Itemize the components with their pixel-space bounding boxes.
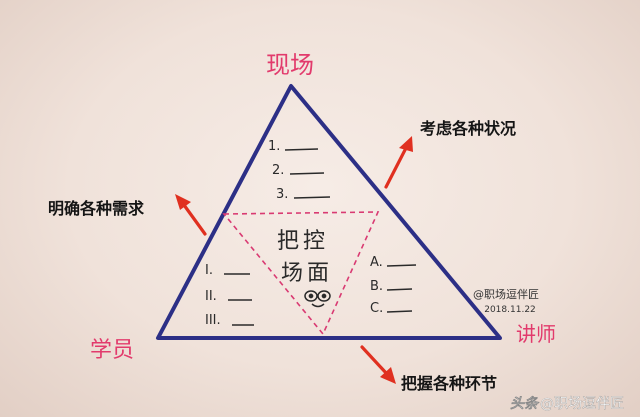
- inner-dashed-triangle: [222, 211, 380, 336]
- glasses-doodle-icon: [304, 290, 331, 308]
- list-blank-line: [386, 264, 417, 267]
- vertex-label-bottom-right: 讲师: [516, 322, 556, 346]
- signature-name: @职场逗伴匠: [473, 287, 539, 301]
- arrow-upper-left-icon: [175, 194, 207, 236]
- list-item: A.: [370, 255, 383, 270]
- arrow-lower-right-icon: [360, 345, 396, 384]
- list-item: 1.: [268, 139, 280, 154]
- list-item: 3.: [276, 187, 288, 202]
- annotation-consider: 考虑各种状况: [420, 119, 516, 138]
- top-list: 1. 2. 3.: [268, 139, 331, 202]
- list-item: B.: [370, 279, 383, 294]
- list-blank-line: [386, 288, 413, 291]
- list-blank-line: [386, 310, 413, 313]
- vertex-label-bottom-left: 学员: [90, 338, 134, 363]
- center-text-line1: 把控: [277, 229, 329, 254]
- annotation-grasp: 把握各种环节: [401, 374, 497, 393]
- watermark: 头条 @职场逗伴匠: [510, 395, 624, 412]
- list-item: 2.: [272, 163, 284, 178]
- watermark-platform: 头条: [510, 395, 540, 412]
- watermark-handle: @职场逗伴匠: [540, 396, 624, 412]
- right-list: A. B. C.: [370, 255, 417, 316]
- vertex-label-top: 现场: [266, 51, 314, 79]
- outer-triangle: [156, 84, 502, 340]
- signature-date: 2018.11.22: [484, 305, 536, 315]
- center-text-line2: 场面: [281, 261, 333, 286]
- annotation-clarify: 明确各种需求: [48, 199, 145, 218]
- list-item: C.: [370, 301, 383, 316]
- list-item: I.: [205, 263, 213, 278]
- list-blank-line: [293, 196, 331, 199]
- list-blank-line: [284, 148, 319, 151]
- list-blank-line: [289, 172, 325, 175]
- list-item: II.: [205, 289, 217, 304]
- arrow-upper-right-icon: [384, 136, 413, 189]
- left-list: I. II. III.: [205, 263, 254, 328]
- list-item: III.: [205, 313, 221, 328]
